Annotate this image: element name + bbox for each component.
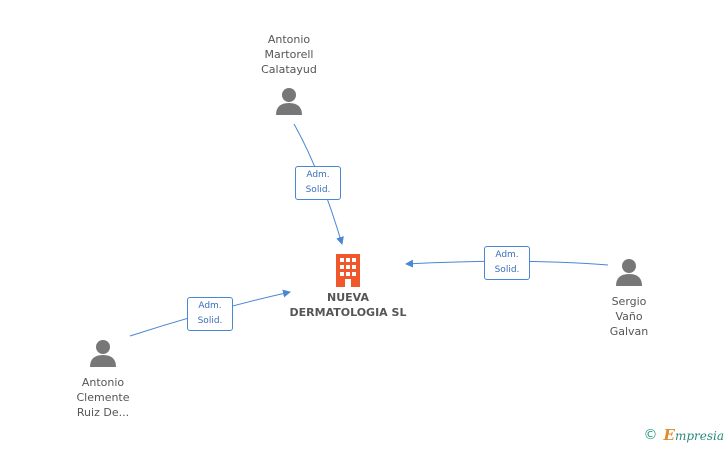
person-icon bbox=[90, 340, 116, 367]
person-name-line2: Vaño bbox=[615, 310, 643, 323]
role-line1: Adm. bbox=[198, 301, 222, 311]
copyright-symbol: © bbox=[643, 427, 658, 443]
person-name-line2: Martorell bbox=[264, 48, 314, 61]
role-line1: Adm. bbox=[495, 250, 519, 260]
person-icon bbox=[616, 259, 642, 286]
brand-logo: Empresia bbox=[664, 426, 725, 444]
person-node-bottom-left[interactable]: Antonio Clemente Ruiz De... bbox=[56, 339, 150, 420]
company-name-line2: DERMATOLOGIA SL bbox=[289, 306, 407, 319]
person-icon bbox=[276, 88, 302, 115]
person-name-line3: Galvan bbox=[609, 325, 649, 338]
role-line2: Solid. bbox=[197, 316, 223, 326]
role-badge-bottom-left: Adm. Solid. bbox=[187, 297, 233, 331]
person-name-line2: Clemente bbox=[76, 391, 130, 404]
company-name-line1: NUEVA bbox=[327, 291, 369, 304]
brand-rest: mpresia bbox=[674, 429, 724, 443]
role-line1: Adm. bbox=[306, 170, 330, 180]
role-badge-right: Adm. Solid. bbox=[484, 246, 530, 280]
person-node-right[interactable]: Sergio Vaño Galvan bbox=[584, 258, 674, 339]
footer-brand: © Empresia bbox=[644, 426, 725, 444]
person-name-line3: Ruiz De... bbox=[76, 406, 130, 419]
building-icon bbox=[336, 254, 360, 287]
role-line2: Solid. bbox=[305, 185, 331, 195]
person-name-line1: Sergio bbox=[611, 295, 647, 308]
company-node[interactable]: NUEVA DERMATOLOGIA SL bbox=[276, 253, 420, 320]
brand-initial: E bbox=[663, 426, 675, 444]
person-name-line1: Antonio bbox=[267, 33, 311, 46]
person-name-line3: Calatayud bbox=[261, 63, 317, 76]
role-line2: Solid. bbox=[494, 265, 520, 275]
person-name-line1: Antonio bbox=[81, 376, 125, 389]
role-badge-top: Adm. Solid. bbox=[295, 166, 341, 200]
person-node-top[interactable]: Antonio Martorell Calatayud bbox=[240, 32, 338, 117]
